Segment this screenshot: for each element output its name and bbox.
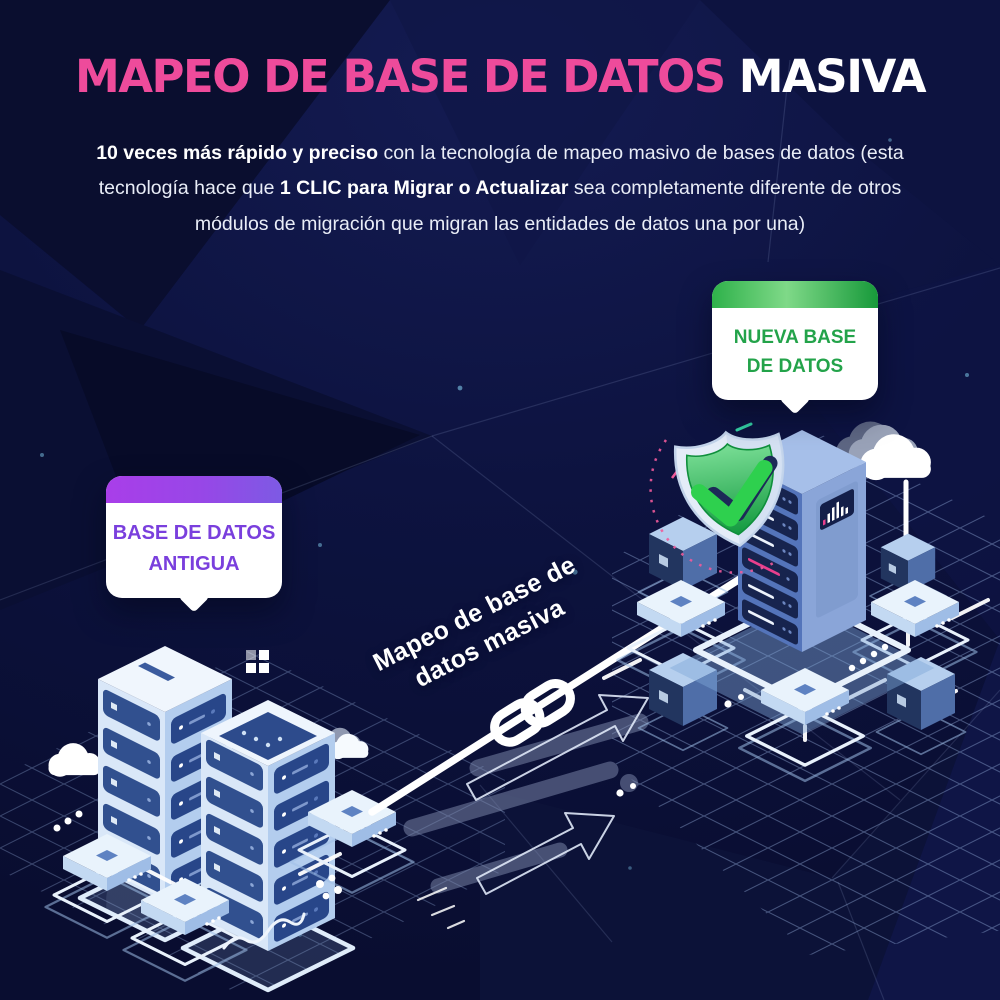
old-database-illustration — [44, 646, 415, 993]
subtitle-bold-1: 10 veces más rápido y preciso — [96, 142, 379, 164]
server-door-panel — [816, 481, 858, 618]
new-database-illustration — [602, 421, 990, 797]
speed-dashes — [416, 886, 466, 930]
callout-old-header-bar — [106, 476, 282, 503]
subtitle-bold-2: 1 CLIC para Migrar o Actualizar — [279, 177, 569, 200]
window-squares-icon — [246, 650, 269, 673]
ghost-arrows — [466, 694, 649, 895]
speed-streaks — [403, 713, 649, 894]
server-tower-back — [98, 646, 232, 902]
callout-new-label: NUEVA BASE DE DATOS — [733, 327, 857, 378]
shield-check-icon — [649, 422, 785, 574]
subtitle-text-1: con la tecnología de mapeo masivo de bas… — [98, 142, 904, 200]
subtitle-text-2: sea completamente diferente de otros mód… — [194, 177, 902, 235]
dots-decor — [53, 810, 342, 900]
squiggle-decor — [222, 912, 306, 950]
mini-bar-chart-icon — [820, 489, 854, 530]
title-highlight: MAPEO DE BASE DE DATOS — [74, 50, 726, 103]
callout-new-database: NUEVA BASE DE DATOS — [712, 281, 878, 415]
callout-new-header-bar — [712, 281, 878, 308]
subtitle-paragraph: 10 veces más rápido y preciso con la tec… — [66, 136, 934, 242]
callout-old-label: BASE DE DATOS ANTIGUA — [112, 522, 276, 575]
dots-decor — [616, 643, 889, 797]
callout-old-database: BASE DE DATOS ANTIGUA — [106, 476, 282, 613]
chain-link-icon — [490, 679, 575, 747]
title-rest: MASIVA — [738, 50, 927, 103]
